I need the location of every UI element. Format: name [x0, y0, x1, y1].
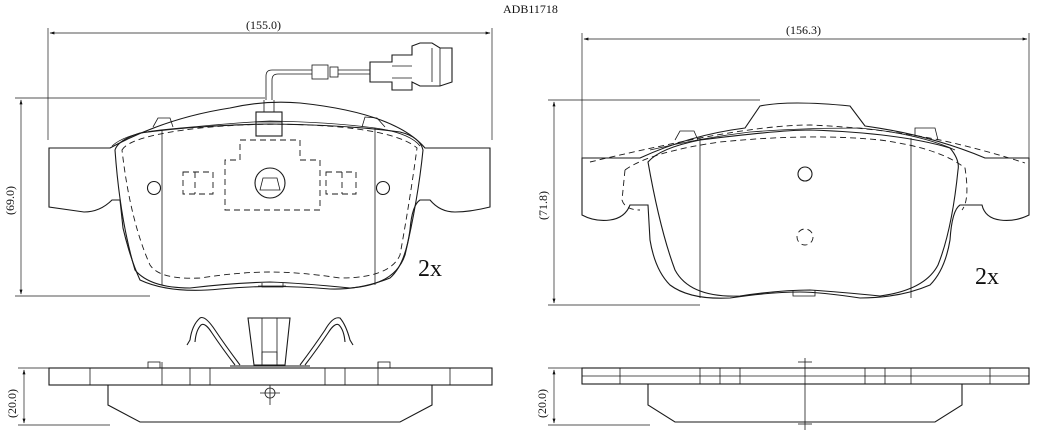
right-thickness-dimension: (20.0) [535, 389, 549, 418]
left-pad-side-view: (20.0) [5, 316, 493, 426]
left-height-dimension: (69.0) [3, 186, 17, 215]
left-quantity-label: 2x [418, 256, 442, 282]
right-pad-side-view: (20.0) [535, 358, 1030, 430]
left-thickness-dimension: (20.0) [5, 389, 19, 418]
right-pad-front-view: (156.3) (71.8) 2x [536, 23, 1030, 306]
right-width-dimension: (156.3) [786, 23, 821, 37]
left-pad-front-view: (155.0) (69.0) [3, 18, 493, 297]
part-number: ADB11718 [503, 2, 558, 16]
right-height-dimension: (71.8) [536, 191, 550, 220]
right-quantity-label: 2x [975, 264, 999, 290]
left-width-dimension: (155.0) [246, 18, 281, 32]
